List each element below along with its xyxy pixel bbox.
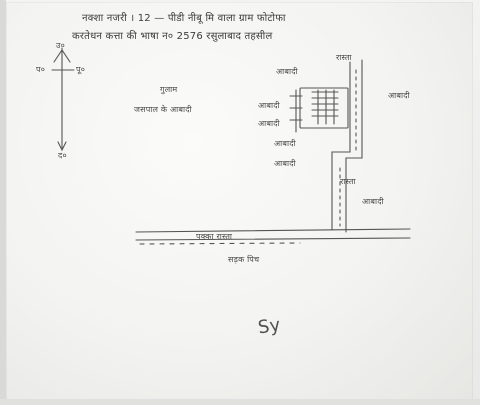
road-lines (135, 228, 411, 245)
label-lower: आबादी (274, 159, 296, 168)
label-right-lower: आबादी (362, 197, 384, 206)
label-road: पक्का रास्ता (196, 232, 233, 241)
signature-mark: Sy (256, 314, 282, 339)
compass-west: प० (36, 65, 46, 74)
label-right-house: आबादी (388, 91, 410, 100)
label-left-top: गुलाम (160, 85, 178, 94)
label-mid-3: आबादी (274, 139, 296, 148)
paper-edge-bottom (0, 399, 480, 405)
label-mid-1: आबादी (258, 101, 280, 110)
label-mid-2: आबादी (258, 119, 280, 128)
compass-south: द० (58, 151, 67, 160)
paper-sheet (6, 2, 473, 400)
label-corner: रास्ता (340, 177, 356, 186)
lane-lines (331, 59, 363, 233)
compass-icon (51, 47, 75, 152)
label-top-house: आबादी (276, 67, 298, 76)
paper-edge-left (0, 0, 6, 405)
header-line-1: नक्शा नजरी । 12 — पीडी नीबू मि वाला ग्रा… (82, 13, 286, 24)
header-line-2: करतेधन कत्ता की भाषा न० 2576 रसुलाबाद तह… (72, 31, 273, 42)
label-left-house: जसपाल के आबादी (134, 105, 192, 114)
compass-north: उ० (56, 41, 65, 50)
plot-building (289, 87, 349, 133)
label-top-right-tag: रास्ता (336, 53, 352, 62)
label-below-road: सड़क पिच (228, 255, 260, 264)
compass-east: पू० (76, 65, 86, 74)
